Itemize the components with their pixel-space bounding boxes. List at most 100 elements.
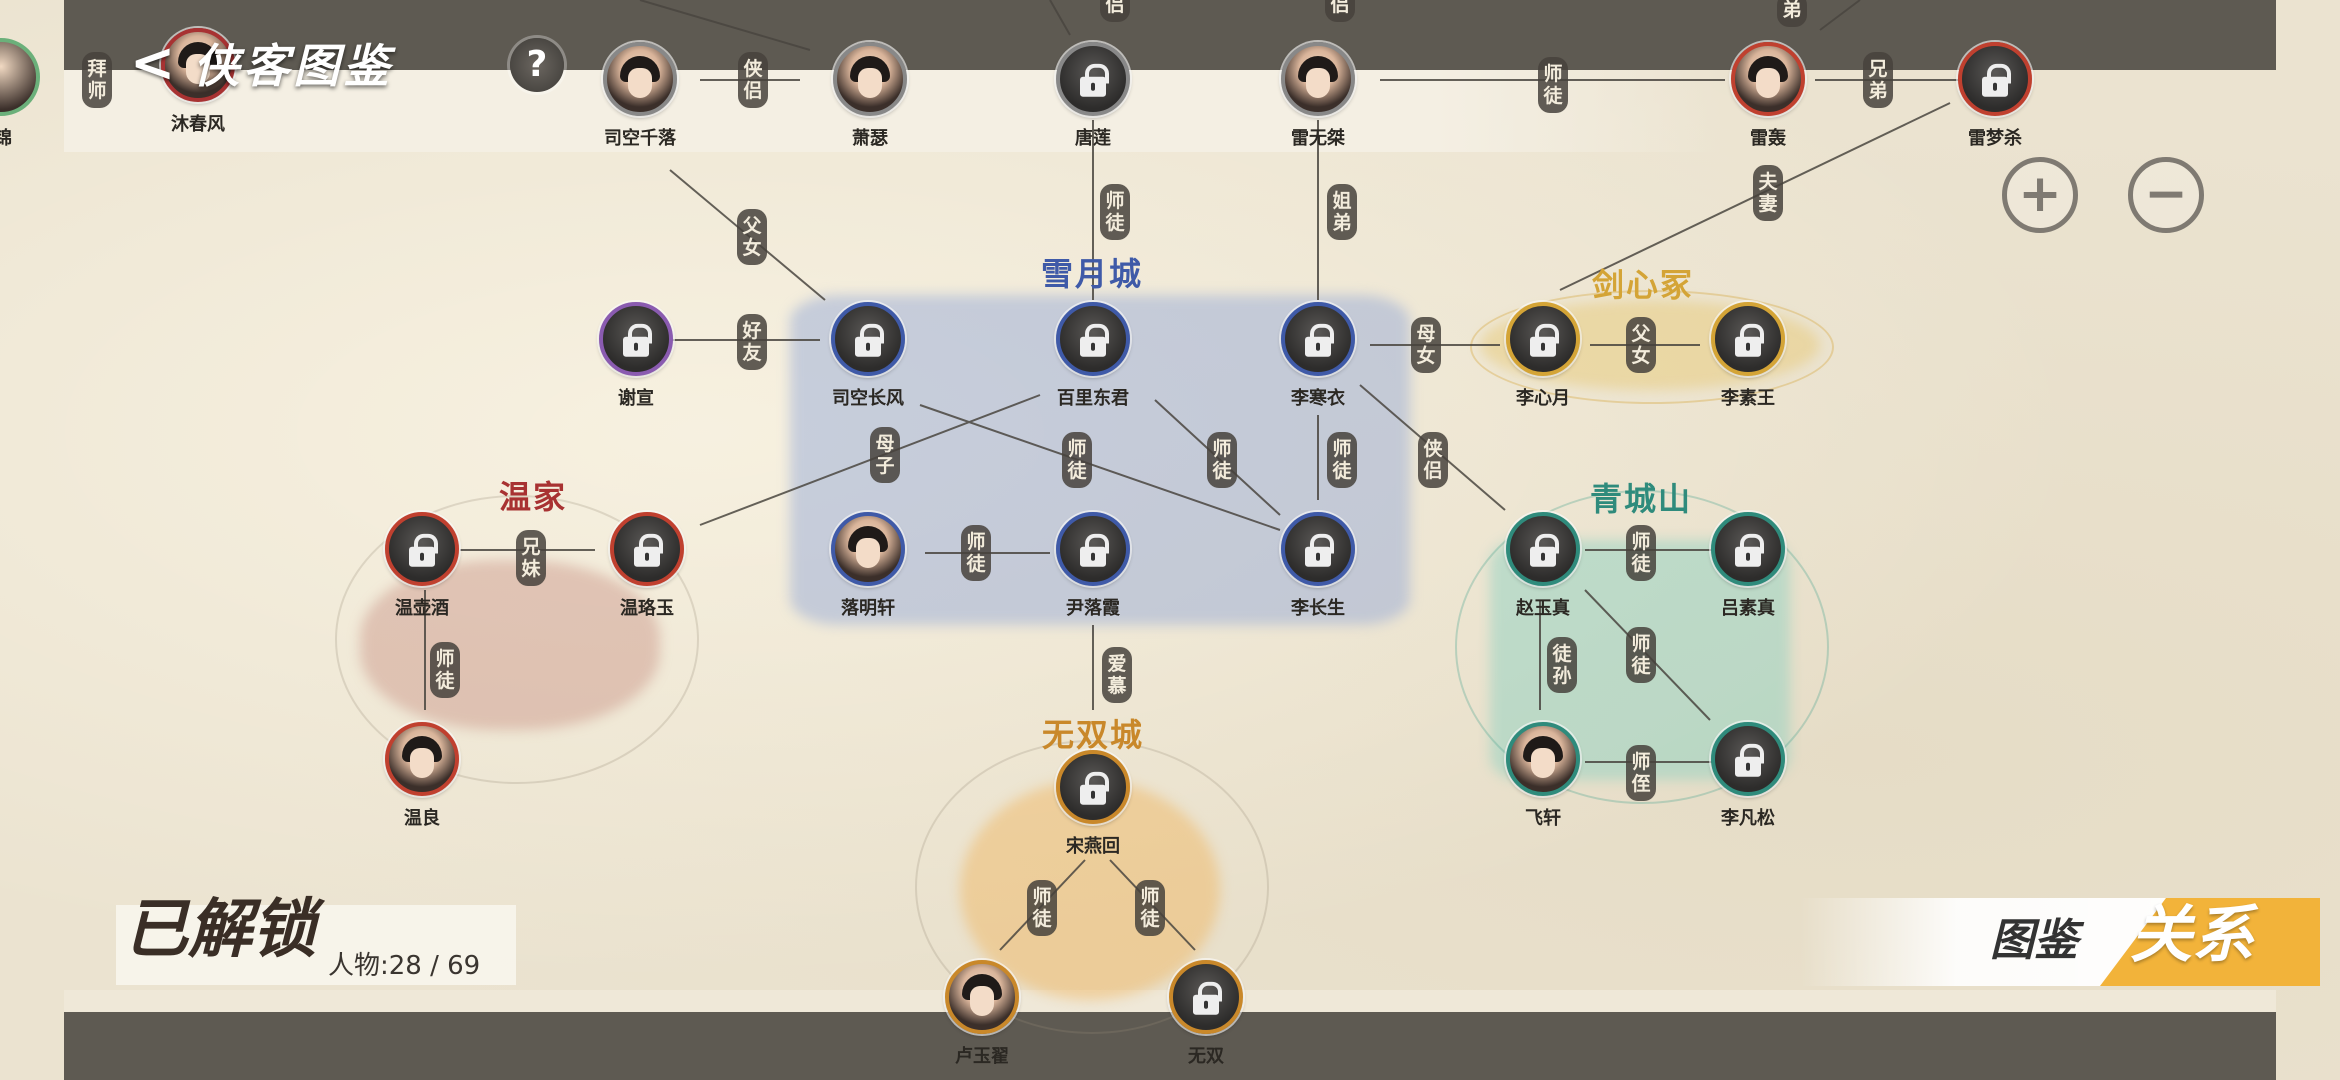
character-name: 落明轩 xyxy=(841,598,895,619)
character-name: 谢宣 xyxy=(618,388,654,409)
lock-icon xyxy=(1078,323,1109,358)
character-node[interactable]: 赵玉真 xyxy=(1488,512,1598,620)
avatar[interactable] xyxy=(385,722,459,796)
avatar[interactable] xyxy=(1281,42,1355,116)
character-name: 温良 xyxy=(404,808,440,829)
character-node[interactable]: 飞轩 xyxy=(1488,722,1598,830)
zoom-in-button[interactable]: + xyxy=(2002,157,2078,233)
relation-label: 侠侣 xyxy=(738,52,768,108)
relation-label: 侣 xyxy=(1100,0,1130,22)
avatar[interactable] xyxy=(831,512,905,586)
relation-label: 师侄 xyxy=(1626,745,1656,801)
relation-label: 拜师 xyxy=(82,52,112,108)
relation-label: 母子 xyxy=(870,427,900,483)
relation-label: 侠侣 xyxy=(1418,432,1448,488)
character-node[interactable]: 温珞玉 xyxy=(592,512,702,620)
avatar[interactable] xyxy=(161,28,235,102)
character-node[interactable]: 谢宣 xyxy=(581,302,691,410)
locked-avatar[interactable] xyxy=(1056,302,1130,376)
character-name: 沐春风 xyxy=(171,114,225,135)
tab-relations[interactable]: 关系 xyxy=(2130,898,2255,971)
locked-avatar[interactable] xyxy=(1711,512,1785,586)
character-node[interactable]: 司空千落 xyxy=(585,42,695,150)
top-paper-strip xyxy=(64,70,2276,152)
locked-avatar[interactable] xyxy=(1958,42,2032,116)
locked-avatar[interactable] xyxy=(1056,750,1130,824)
character-node[interactable]: 卢玉翟 xyxy=(927,960,1037,1068)
qingcheng-ring xyxy=(1455,490,1829,804)
lock-icon xyxy=(1980,63,2011,98)
lock-icon xyxy=(1191,981,1222,1016)
avatar[interactable] xyxy=(1506,722,1580,796)
character-name: 司空千落 xyxy=(604,128,676,149)
relation-label: 师徒 xyxy=(1626,525,1656,581)
zoom-out-button[interactable]: − xyxy=(2128,157,2204,233)
back-button[interactable]: < xyxy=(130,31,176,94)
portrait-icon xyxy=(848,526,888,572)
character-node[interactable]: 李素王 xyxy=(1693,302,1803,410)
character-node[interactable]: 李心月 xyxy=(1488,302,1598,410)
character-node[interactable]: 无双 xyxy=(1151,960,1261,1068)
character-name: 飞轩 xyxy=(1525,808,1561,829)
character-node[interactable]: 吕素真 xyxy=(1693,512,1803,620)
character-node[interactable]: 李寒衣 xyxy=(1263,302,1373,410)
portrait-icon xyxy=(402,736,442,782)
character-node[interactable]: 雷轰 xyxy=(1713,42,1823,150)
relation-label: 兄弟 xyxy=(1863,52,1893,108)
lock-icon xyxy=(853,323,884,358)
character-name: 温壶酒 xyxy=(395,598,449,619)
wen-ring xyxy=(335,495,699,784)
lock-icon xyxy=(1733,743,1764,778)
locked-avatar[interactable] xyxy=(1506,302,1580,376)
character-name: 尹落霞 xyxy=(1066,598,1120,619)
relation-label: 姐弟 xyxy=(1327,184,1357,240)
character-node[interactable]: 温壶酒 xyxy=(367,512,477,620)
character-name: 温珞玉 xyxy=(620,598,674,619)
locked-avatar[interactable] xyxy=(385,512,459,586)
help-button[interactable]: ? xyxy=(510,38,564,92)
locked-avatar[interactable] xyxy=(1169,960,1243,1034)
unlock-count: 人物:28 / 69 xyxy=(328,951,481,981)
portrait-icon xyxy=(962,974,1002,1020)
character-node[interactable]: 落明轩 xyxy=(813,512,923,620)
locked-avatar[interactable] xyxy=(1506,512,1580,586)
locked-avatar[interactable] xyxy=(1056,42,1130,116)
locked-avatar[interactable] xyxy=(831,302,905,376)
relation-label: 师徒 xyxy=(1207,432,1237,488)
avatar[interactable] xyxy=(945,960,1019,1034)
character-node[interactable]: 宋燕回 xyxy=(1038,750,1148,858)
locked-avatar[interactable] xyxy=(1711,722,1785,796)
locked-avatar[interactable] xyxy=(599,302,673,376)
character-node[interactable]: 司空长风 xyxy=(813,302,923,410)
locked-avatar[interactable] xyxy=(1281,302,1355,376)
lock-icon xyxy=(632,533,663,568)
group-title-jianxin: 剑心冢 xyxy=(1591,266,1695,304)
header: < 侠客图鉴 xyxy=(130,30,393,96)
relation-label: 父女 xyxy=(737,209,767,265)
character-node[interactable]: 雷无桀 xyxy=(1263,42,1373,150)
character-node[interactable]: 百里东君 xyxy=(1038,302,1148,410)
locked-avatar[interactable] xyxy=(610,512,684,586)
tab-gallery[interactable]: 图鉴 xyxy=(1990,915,2078,966)
character-node[interactable]: 李凡松 xyxy=(1693,722,1803,830)
locked-avatar[interactable] xyxy=(1281,512,1355,586)
character-name: 雷无桀 xyxy=(1291,128,1345,149)
character-node[interactable]: 温良 xyxy=(367,722,477,830)
lock-icon xyxy=(1303,533,1334,568)
avatar[interactable] xyxy=(833,42,907,116)
relation-label: 好友 xyxy=(737,314,767,370)
character-node[interactable]: 雷梦杀 xyxy=(1940,42,2050,150)
view-tabs: 图鉴 关系 xyxy=(1800,898,2320,986)
page-title: 侠客图鉴 xyxy=(193,39,394,93)
character-node[interactable]: 唐莲 xyxy=(1038,42,1148,150)
character-node[interactable]: 萧瑟 xyxy=(815,42,925,150)
locked-avatar[interactable] xyxy=(1711,302,1785,376)
character-node[interactable]: 尹落霞 xyxy=(1038,512,1148,620)
avatar[interactable] xyxy=(1731,42,1805,116)
relation-label: 兄妹 xyxy=(516,530,546,586)
avatar[interactable] xyxy=(603,42,677,116)
character-node[interactable]: 李长生 xyxy=(1263,512,1373,620)
character-node[interactable]: 沐春风 xyxy=(143,28,253,136)
locked-avatar[interactable] xyxy=(1056,512,1130,586)
